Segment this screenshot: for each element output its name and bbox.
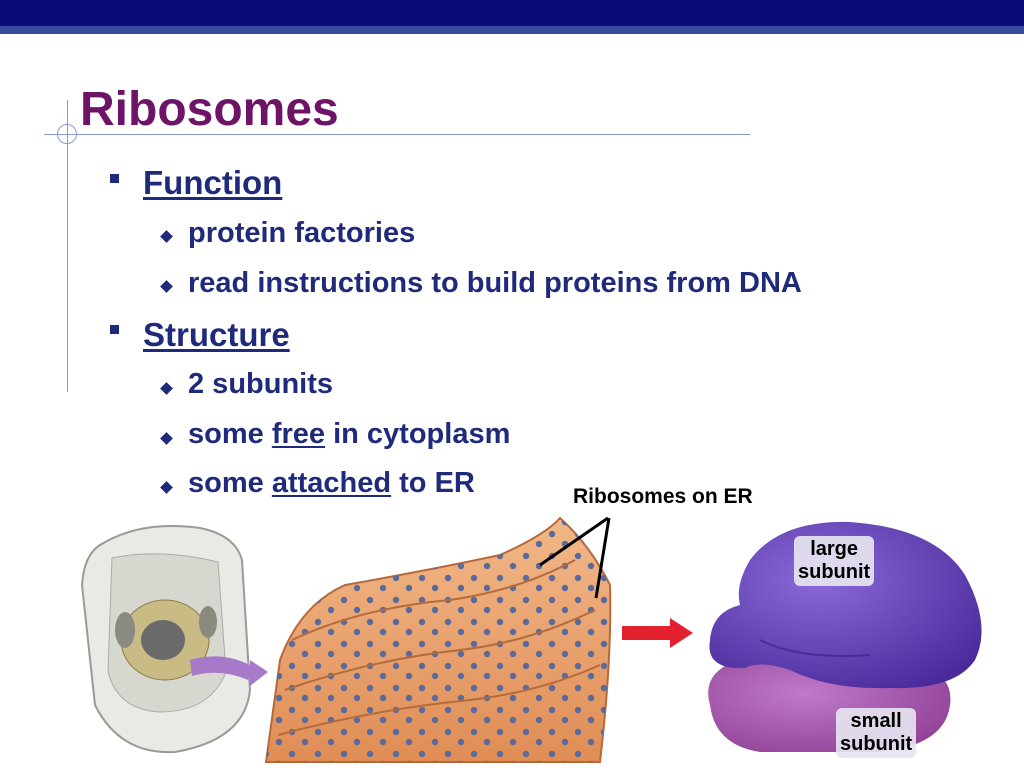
structure-item-1: 2 subunits [188,368,334,400]
pointer-line [594,517,611,599]
structure-item-2: some free in cytoplasm [188,418,511,450]
square-bullet-icon [110,325,119,334]
decor-vertical-line [67,100,68,392]
slide-title: Ribosomes [80,83,339,136]
header-bar [0,0,1024,26]
pointer-line [539,516,609,567]
structure-item-3: some attached to ER [188,467,475,499]
er-label: Ribosomes on ER [573,485,753,508]
rough-er-illustration [264,516,612,763]
decor-title-underline [44,134,750,135]
right-arrow-icon [622,618,693,648]
animal-cell-illustration [80,525,268,754]
square-bullet-icon [110,174,119,183]
function-item-2: read instructions to build proteins from… [188,267,802,299]
decor-crosshair-icon [57,124,77,144]
ribosome-illustration [708,521,982,752]
header-accent-bar [0,26,1024,34]
function-heading: Function [143,164,283,201]
structure-heading: Structure [143,316,290,353]
function-item-1: protein factories [188,217,416,249]
